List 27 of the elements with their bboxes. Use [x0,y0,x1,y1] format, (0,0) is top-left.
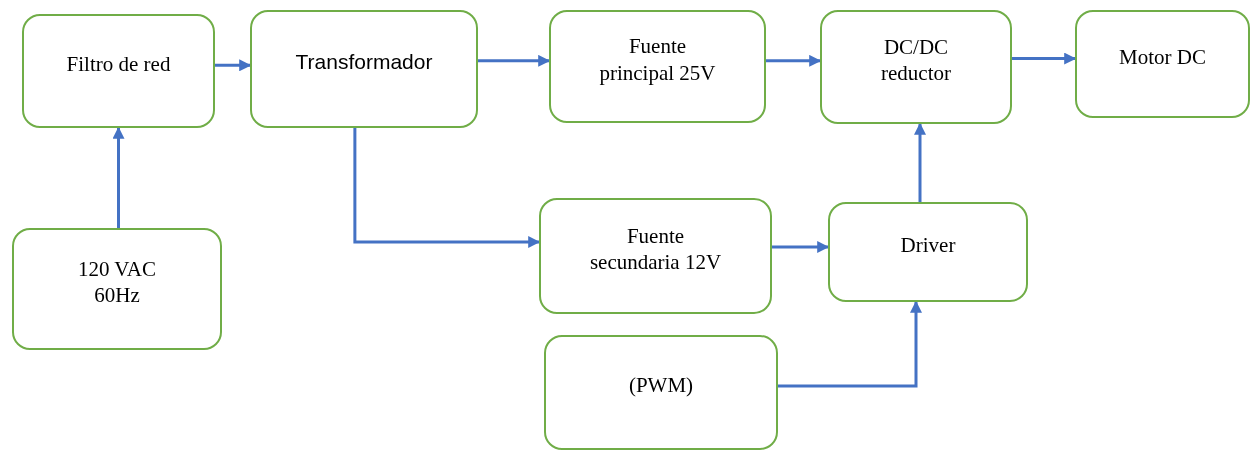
node-label: (PWM) [628,372,694,399]
arrow [215,59,252,72]
node-label: Fuente principal 25V [598,33,717,86]
process-box [22,14,215,128]
node-label: Driver [900,231,956,259]
process-box [250,10,478,128]
process-box [820,10,1012,124]
process-box [544,335,778,450]
node-label: Filtro de red [66,50,171,78]
node-label: Transformador [295,48,433,75]
node-label: Motor DC [1119,43,1206,71]
arrow [353,128,541,248]
node-label: DC/DC reductor [880,33,952,87]
arrow [778,300,922,388]
arrow [112,126,125,228]
arrow [772,241,830,253]
arrow [766,54,822,67]
process-box [828,202,1028,302]
process-box [12,228,222,350]
node-label: 120 VAC 60Hz [77,255,157,309]
arrow [1012,52,1077,65]
process-box [539,198,772,314]
process-box [549,10,766,123]
process-box [1075,10,1250,118]
node-label: Fuente secundaria 12V [588,222,723,276]
arrow [478,54,551,67]
arrow [914,122,926,202]
